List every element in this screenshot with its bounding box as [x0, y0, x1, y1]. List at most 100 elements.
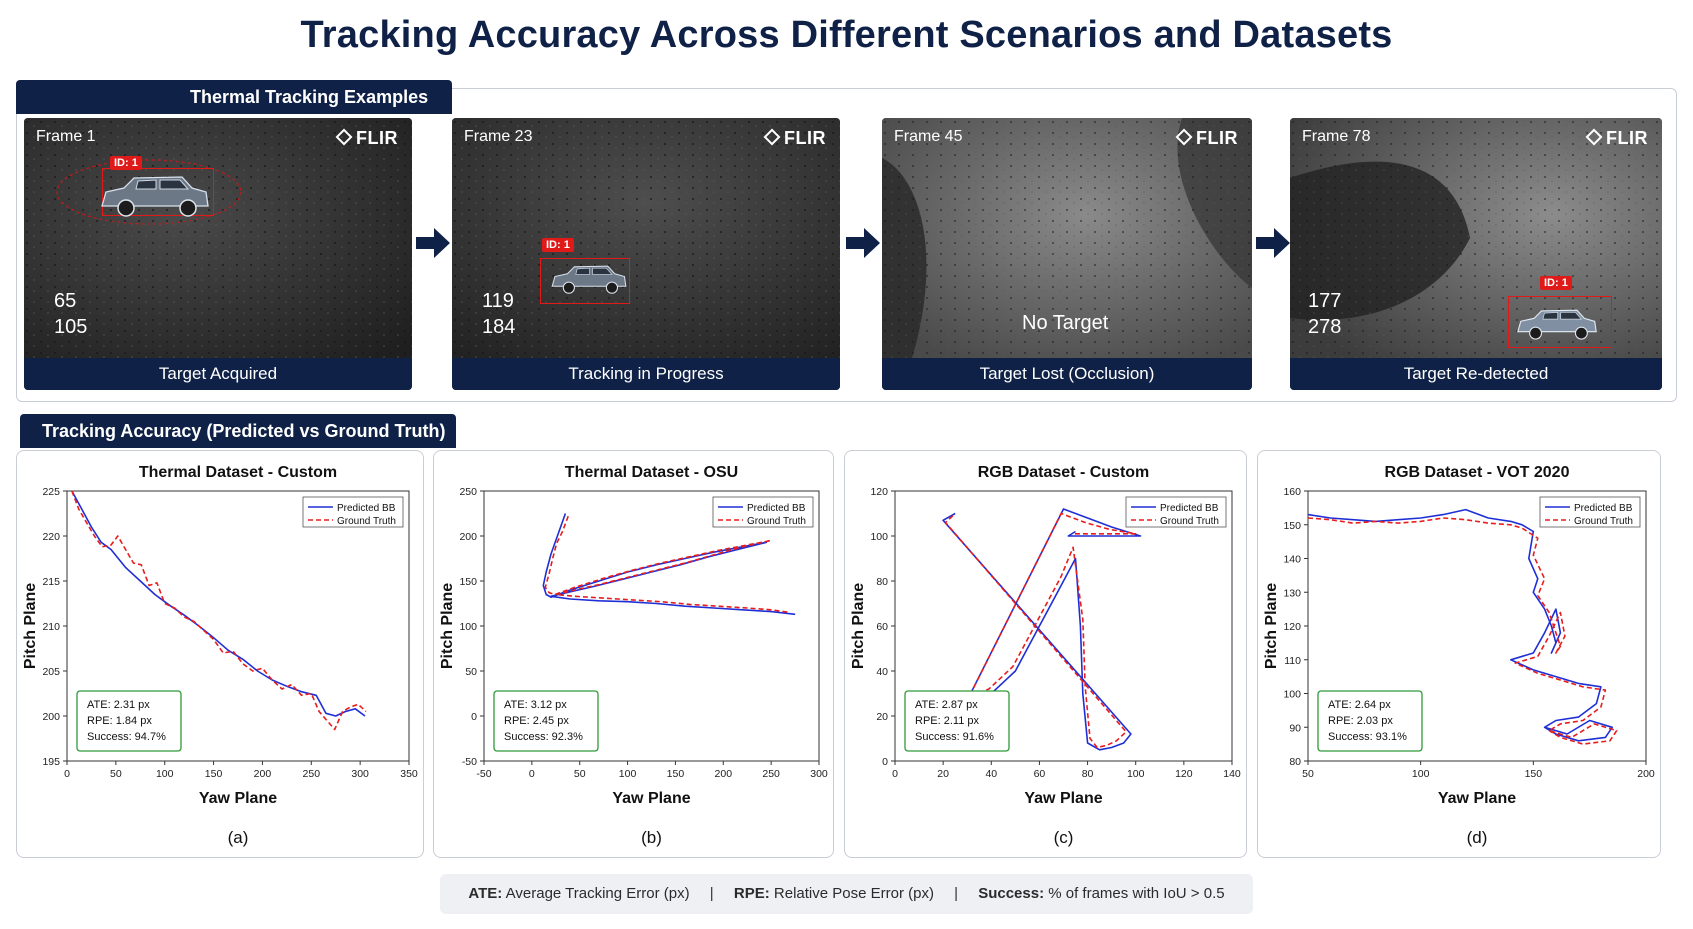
flir-brand-text: FLIR — [1196, 128, 1238, 148]
thermal-scene-1 — [24, 118, 412, 358]
flir-logo-icon — [1585, 128, 1603, 146]
rpe-desc: Relative Pose Error (px) — [773, 885, 934, 902]
legend-label: Predicted BB — [1160, 503, 1219, 514]
legend-label: Predicted BB — [747, 503, 806, 514]
x-tick-label: 20 — [937, 768, 949, 780]
thermal-scene-78 — [1290, 118, 1662, 358]
y-tick-label: 200 — [42, 711, 60, 723]
thermal-frame-78: ID: 1 Frame 78 FLIR 177 278 Target Re-de… — [1290, 118, 1662, 390]
success-key: Success: — [978, 885, 1045, 902]
legend-box — [712, 496, 814, 528]
stats-line: Success: 93.1% — [1328, 731, 1407, 743]
flir-logo: FLIR — [1585, 128, 1648, 149]
y-tick-label: 40 — [876, 666, 888, 678]
x-tick-label: 300 — [810, 768, 828, 780]
x-tick-label: 250 — [762, 768, 780, 780]
separator: | — [709, 885, 714, 902]
coord-value-b: 184 — [482, 316, 516, 338]
coord-value-a: 119 — [482, 290, 514, 312]
y-axis-label: Pitch Plane — [439, 583, 456, 669]
legend-label: Ground Truth — [1160, 516, 1219, 527]
flir-logo-icon — [335, 128, 353, 146]
stats-line: ATE: 2.87 px — [915, 699, 978, 711]
no-target-label: No Target — [1022, 312, 1109, 334]
y-tick-label: 20 — [876, 711, 888, 723]
x-tick-label: -50 — [476, 768, 491, 780]
y-tick-label: 120 — [870, 486, 888, 498]
stats-line: Success: 91.6% — [915, 731, 994, 743]
legend-box — [1125, 496, 1227, 528]
y-tick-label: 60 — [876, 621, 888, 633]
stats-line: Success: 94.7% — [87, 731, 166, 743]
x-tick-label: 50 — [574, 768, 586, 780]
panel-label: (d) — [1467, 828, 1488, 847]
accuracy-section-tab: Tracking Accuracy (Predicted vs Ground T… — [20, 414, 456, 448]
frame-caption: Target Re-detected — [1290, 358, 1662, 390]
x-axis-label: Yaw Plane — [612, 790, 690, 807]
y-tick-label: 100 — [870, 531, 888, 543]
x-tick-label: 150 — [205, 768, 223, 780]
x-tick-label: 200 — [1637, 768, 1655, 780]
legend-label: Predicted BB — [337, 503, 396, 514]
x-tick-label: 150 — [667, 768, 685, 780]
tracking-bbox — [1508, 296, 1612, 348]
stats-box — [76, 690, 182, 752]
stats-line: RPE: 2.45 px — [504, 715, 569, 727]
y-tick-label: 0 — [882, 756, 888, 768]
y-tick-label: 100 — [459, 621, 477, 633]
tracking-bbox — [540, 258, 630, 304]
panel-label: (b) — [641, 828, 662, 847]
flir-logo: FLIR — [1175, 128, 1238, 149]
y-tick-label: 250 — [459, 486, 477, 498]
x-tick-label: 200 — [715, 768, 733, 780]
x-tick-label: 0 — [529, 768, 535, 780]
flir-logo: FLIR — [335, 128, 398, 149]
x-tick-label: 140 — [1223, 768, 1241, 780]
ground-truth-series-line — [944, 512, 1137, 749]
y-tick-label: 225 — [42, 486, 60, 498]
flir-logo-icon — [763, 128, 781, 146]
x-tick-label: 150 — [1525, 768, 1543, 780]
y-tick-label: 200 — [459, 531, 477, 543]
x-tick-label: 200 — [254, 768, 272, 780]
x-tick-label: 0 — [892, 768, 898, 780]
x-tick-label: 100 — [1127, 768, 1145, 780]
chart-title: Thermal Dataset - Custom — [139, 464, 337, 481]
target-id-tag: ID: 1 — [110, 156, 142, 170]
y-tick-label: 120 — [1283, 621, 1301, 633]
frame-label: Frame 23 — [464, 128, 533, 145]
coord-value-b: 105 — [54, 316, 88, 338]
y-tick-label: 160 — [1283, 486, 1301, 498]
y-axis-label: Pitch Plane — [850, 583, 867, 669]
x-tick-label: 300 — [351, 768, 369, 780]
x-tick-label: 120 — [1175, 768, 1193, 780]
target-id-tag: ID: 1 — [1540, 276, 1572, 290]
chart-title: RGB Dataset - Custom — [978, 464, 1150, 481]
stats-line: Success: 92.3% — [504, 731, 583, 743]
y-tick-label: 150 — [1283, 520, 1301, 532]
chart-title: RGB Dataset - VOT 2020 — [1385, 464, 1570, 481]
flir-logo-icon — [1175, 128, 1193, 146]
frame-caption: Tracking in Progress — [452, 358, 840, 390]
frame-label: Frame 45 — [894, 128, 963, 145]
thermal-frame-23: ID: 1 Frame 23 FLIR 119 184 Tracking in … — [452, 118, 840, 390]
x-tick-label: 50 — [110, 768, 122, 780]
x-tick-label: 250 — [303, 768, 321, 780]
y-tick-label: 220 — [42, 531, 60, 543]
y-tick-label: 140 — [1283, 554, 1301, 566]
flir-brand-text: FLIR — [356, 128, 398, 148]
thermal-frame-1: ID: 1 Frame 1 FLIR 65 105 Target Acquire… — [24, 118, 412, 390]
stats-box — [1317, 690, 1423, 752]
vehicle-icon — [101, 176, 209, 217]
x-tick-label: 100 — [1412, 768, 1430, 780]
legend-box — [1539, 496, 1641, 528]
legend-label: Ground Truth — [747, 516, 806, 527]
vehicle-icon — [551, 265, 627, 294]
coord-value-b: 278 — [1308, 316, 1342, 338]
thermal-section-tab-label: Thermal Tracking Examples — [190, 87, 429, 107]
y-tick-label: 110 — [1284, 655, 1301, 667]
y-tick-label: 100 — [1283, 689, 1301, 701]
